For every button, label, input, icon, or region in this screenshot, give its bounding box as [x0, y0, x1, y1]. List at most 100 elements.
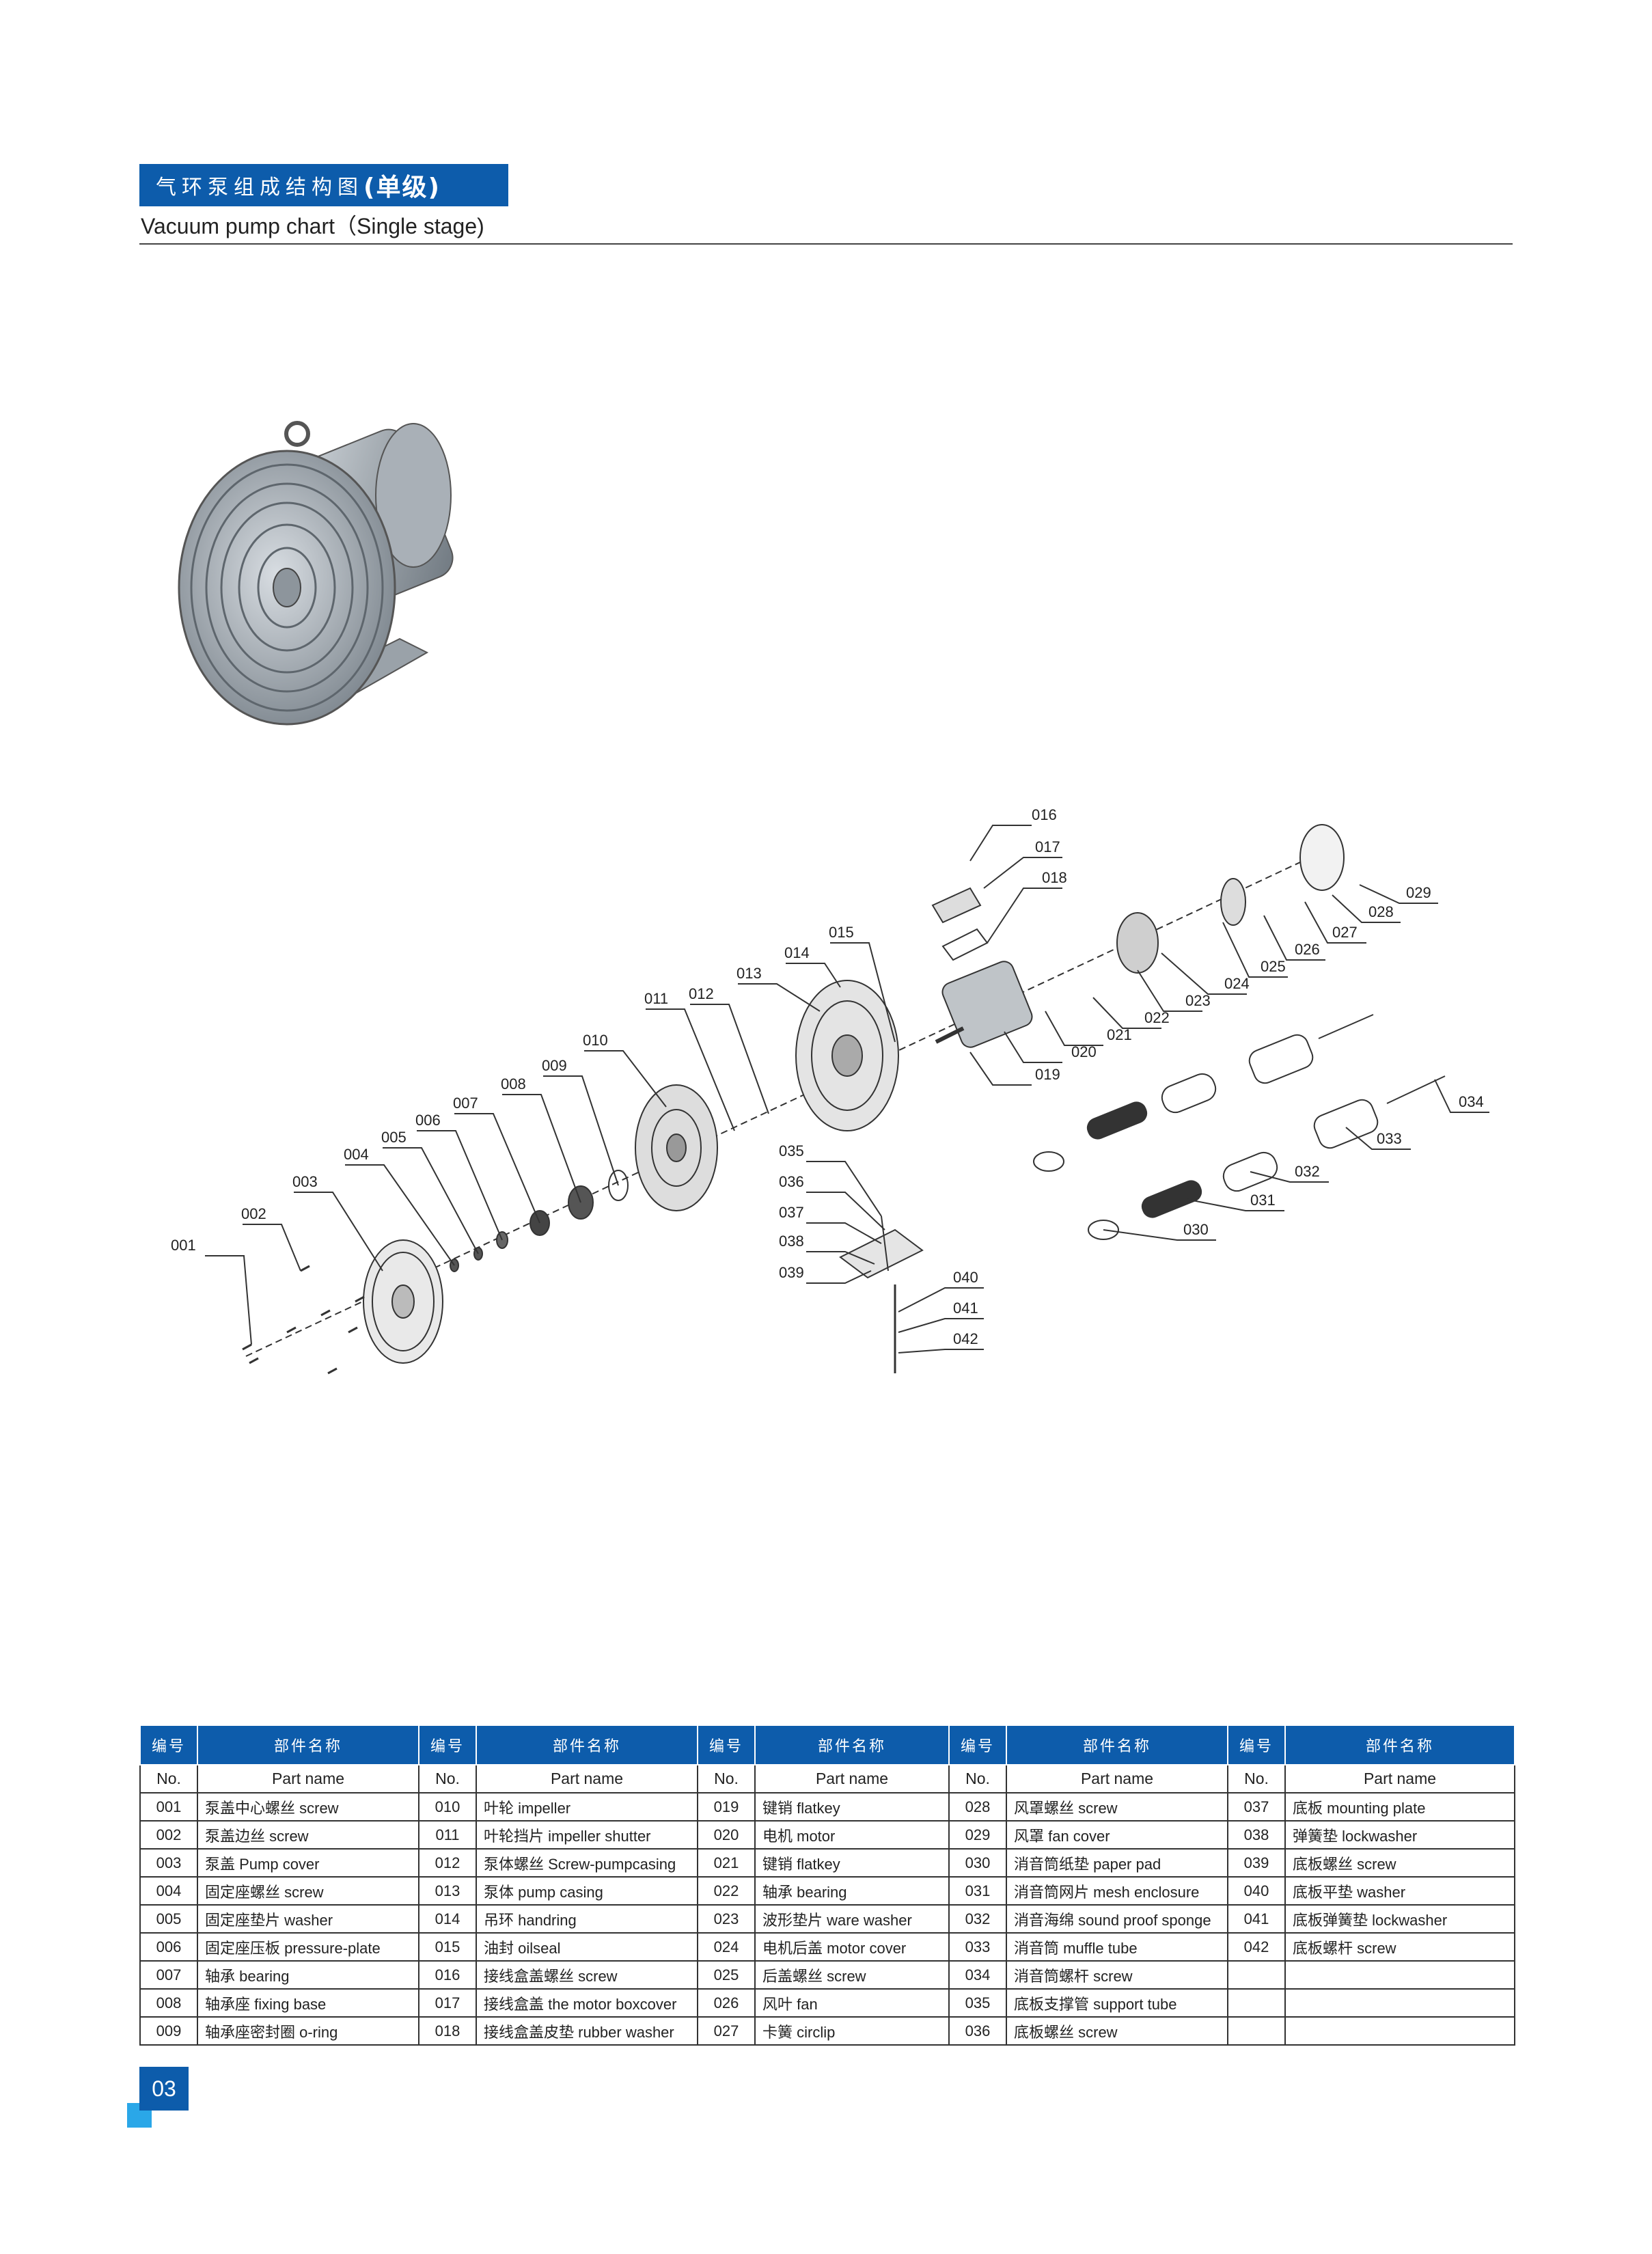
part-name-cell: 底板 mounting plate: [1284, 1792, 1515, 1822]
part-name-cell: 泵盖边丝 screw: [197, 1820, 419, 1850]
part-number-cell: 012: [418, 1848, 477, 1878]
part-number-cell: 013: [418, 1876, 477, 1906]
col-subheader-name: Part name: [1284, 1764, 1515, 1793]
callout-017: 017: [1035, 838, 1060, 855]
part-number-cell: 003: [139, 1848, 198, 1878]
part-name-cell: 底板螺丝 screw: [1006, 2016, 1228, 2046]
section-title-tag: (单级): [363, 174, 441, 202]
part-number-cell: 042: [1227, 1932, 1286, 1962]
callout-002: 002: [241, 1205, 266, 1222]
part-number-cell: 039: [1227, 1848, 1286, 1878]
section-title-cn: 气环泵组成结构图: [156, 176, 363, 200]
callout-037: 037: [779, 1204, 804, 1221]
callout-036: 036: [779, 1173, 804, 1190]
part-number-cell: 009: [139, 2016, 198, 2046]
part-name-cell: 卡簧 circlip: [754, 2016, 950, 2046]
callout-029: 029: [1406, 884, 1431, 901]
part-name-cell: 键销 flatkey: [754, 1848, 950, 1878]
page-number: 03: [139, 2067, 189, 2111]
col-header-name: 部件名称: [754, 1726, 950, 1765]
part-number-cell: 001: [139, 1792, 198, 1822]
part-name-cell: 轴承 bearing: [197, 1960, 419, 1990]
callout-024: 024: [1224, 975, 1250, 992]
col-header-no: 编号: [418, 1726, 477, 1765]
part-name-cell: 消音筒纸垫 paper pad: [1006, 1848, 1228, 1878]
col-header-name: 部件名称: [1006, 1726, 1228, 1765]
part-name-cell: 底板支撑管 support tube: [1006, 1988, 1228, 2018]
part-number-cell: 027: [697, 2016, 756, 2046]
part-name-cell: 轴承座密封圈 o-ring: [197, 2016, 419, 2046]
col-subheader-no: No.: [948, 1764, 1007, 1793]
part-name-cell: 叶轮挡片 impeller shutter: [476, 1820, 698, 1850]
part-number-cell: 014: [418, 1904, 477, 1934]
callout-022: 022: [1144, 1009, 1170, 1026]
part-name-cell: 消音筒网片 mesh enclosure: [1006, 1876, 1228, 1906]
part-number-cell: 004: [139, 1876, 198, 1906]
col-subheader-no: No.: [418, 1764, 477, 1793]
pump-illustration: [178, 421, 454, 726]
col-subheader-no: No.: [697, 1764, 756, 1793]
part-name-cell: [1284, 2016, 1515, 2046]
part-name-cell: 底板螺杆 screw: [1284, 1932, 1515, 1962]
part-number-cell: 035: [948, 1988, 1007, 2018]
part-number-cell: 038: [1227, 1820, 1286, 1850]
callout-012: 012: [689, 985, 714, 1002]
part-number-cell: 040: [1227, 1876, 1286, 1906]
part-name-cell: 轴承座 fixing base: [197, 1988, 419, 2018]
part-name-cell: 泵盖中心螺丝 screw: [197, 1792, 419, 1822]
callout-042: 042: [953, 1330, 978, 1347]
part-number-cell: 021: [697, 1848, 756, 1878]
col-subheader-name: Part name: [1006, 1764, 1228, 1793]
part-number-cell: 030: [948, 1848, 1007, 1878]
callout-020: 020: [1071, 1043, 1097, 1060]
part-number-cell: [1227, 1960, 1286, 1990]
part-number-cell: 019: [697, 1792, 756, 1822]
part-name-cell: 消音筒 muffle tube: [1006, 1932, 1228, 1962]
part-number-cell: 024: [697, 1932, 756, 1962]
part-number-cell: 005: [139, 1904, 198, 1934]
part-number-cell: 034: [948, 1960, 1007, 1990]
callout-013: 013: [736, 965, 762, 982]
part-name-cell: 底板螺丝 screw: [1284, 1848, 1515, 1878]
callout-011: 011: [644, 990, 668, 1007]
part-number-cell: 032: [948, 1904, 1007, 1934]
title-divider: [139, 243, 1513, 245]
part-name-cell: 风罩 fan cover: [1006, 1820, 1228, 1850]
col-header-no: 编号: [948, 1726, 1007, 1765]
col-subheader-name: Part name: [197, 1764, 419, 1793]
callout-033: 033: [1377, 1130, 1402, 1147]
callout-008: 008: [501, 1075, 526, 1092]
col-header-name: 部件名称: [197, 1726, 419, 1765]
part-name-cell: 弹簧垫 lockwasher: [1284, 1820, 1515, 1850]
part-number-cell: 023: [697, 1904, 756, 1934]
callout-003: 003: [292, 1173, 318, 1190]
part-name-cell: 固定座压板 pressure-plate: [197, 1932, 419, 1962]
part-number-cell: 029: [948, 1820, 1007, 1850]
callout-018: 018: [1042, 869, 1067, 886]
part-name-cell: [1284, 1960, 1515, 1990]
part-name-cell: 风叶 fan: [754, 1988, 950, 2018]
part-number-cell: 016: [418, 1960, 477, 1990]
callout-001: 001: [171, 1237, 196, 1254]
part-name-cell: 底板平垫 washer: [1284, 1876, 1515, 1906]
callout-039: 039: [779, 1264, 804, 1281]
callout-030: 030: [1183, 1221, 1209, 1238]
part-name-cell: 油封 oilseal: [476, 1932, 698, 1962]
part-number-cell: 017: [418, 1988, 477, 2018]
part-number-cell: 031: [948, 1876, 1007, 1906]
callout-004: 004: [344, 1146, 369, 1163]
col-subheader-no: No.: [139, 1764, 198, 1793]
part-name-cell: 消音筒螺杆 screw: [1006, 1960, 1228, 1990]
part-name-cell: 叶轮 impeller: [476, 1792, 698, 1822]
part-number-cell: 036: [948, 2016, 1007, 2046]
callout-025: 025: [1261, 958, 1286, 975]
part-name-cell: [1284, 1988, 1515, 2018]
callout-031: 031: [1250, 1192, 1276, 1209]
part-number-cell: 006: [139, 1932, 198, 1962]
callout-007: 007: [453, 1095, 478, 1112]
part-number-cell: 022: [697, 1876, 756, 1906]
callout-027: 027: [1332, 924, 1358, 941]
